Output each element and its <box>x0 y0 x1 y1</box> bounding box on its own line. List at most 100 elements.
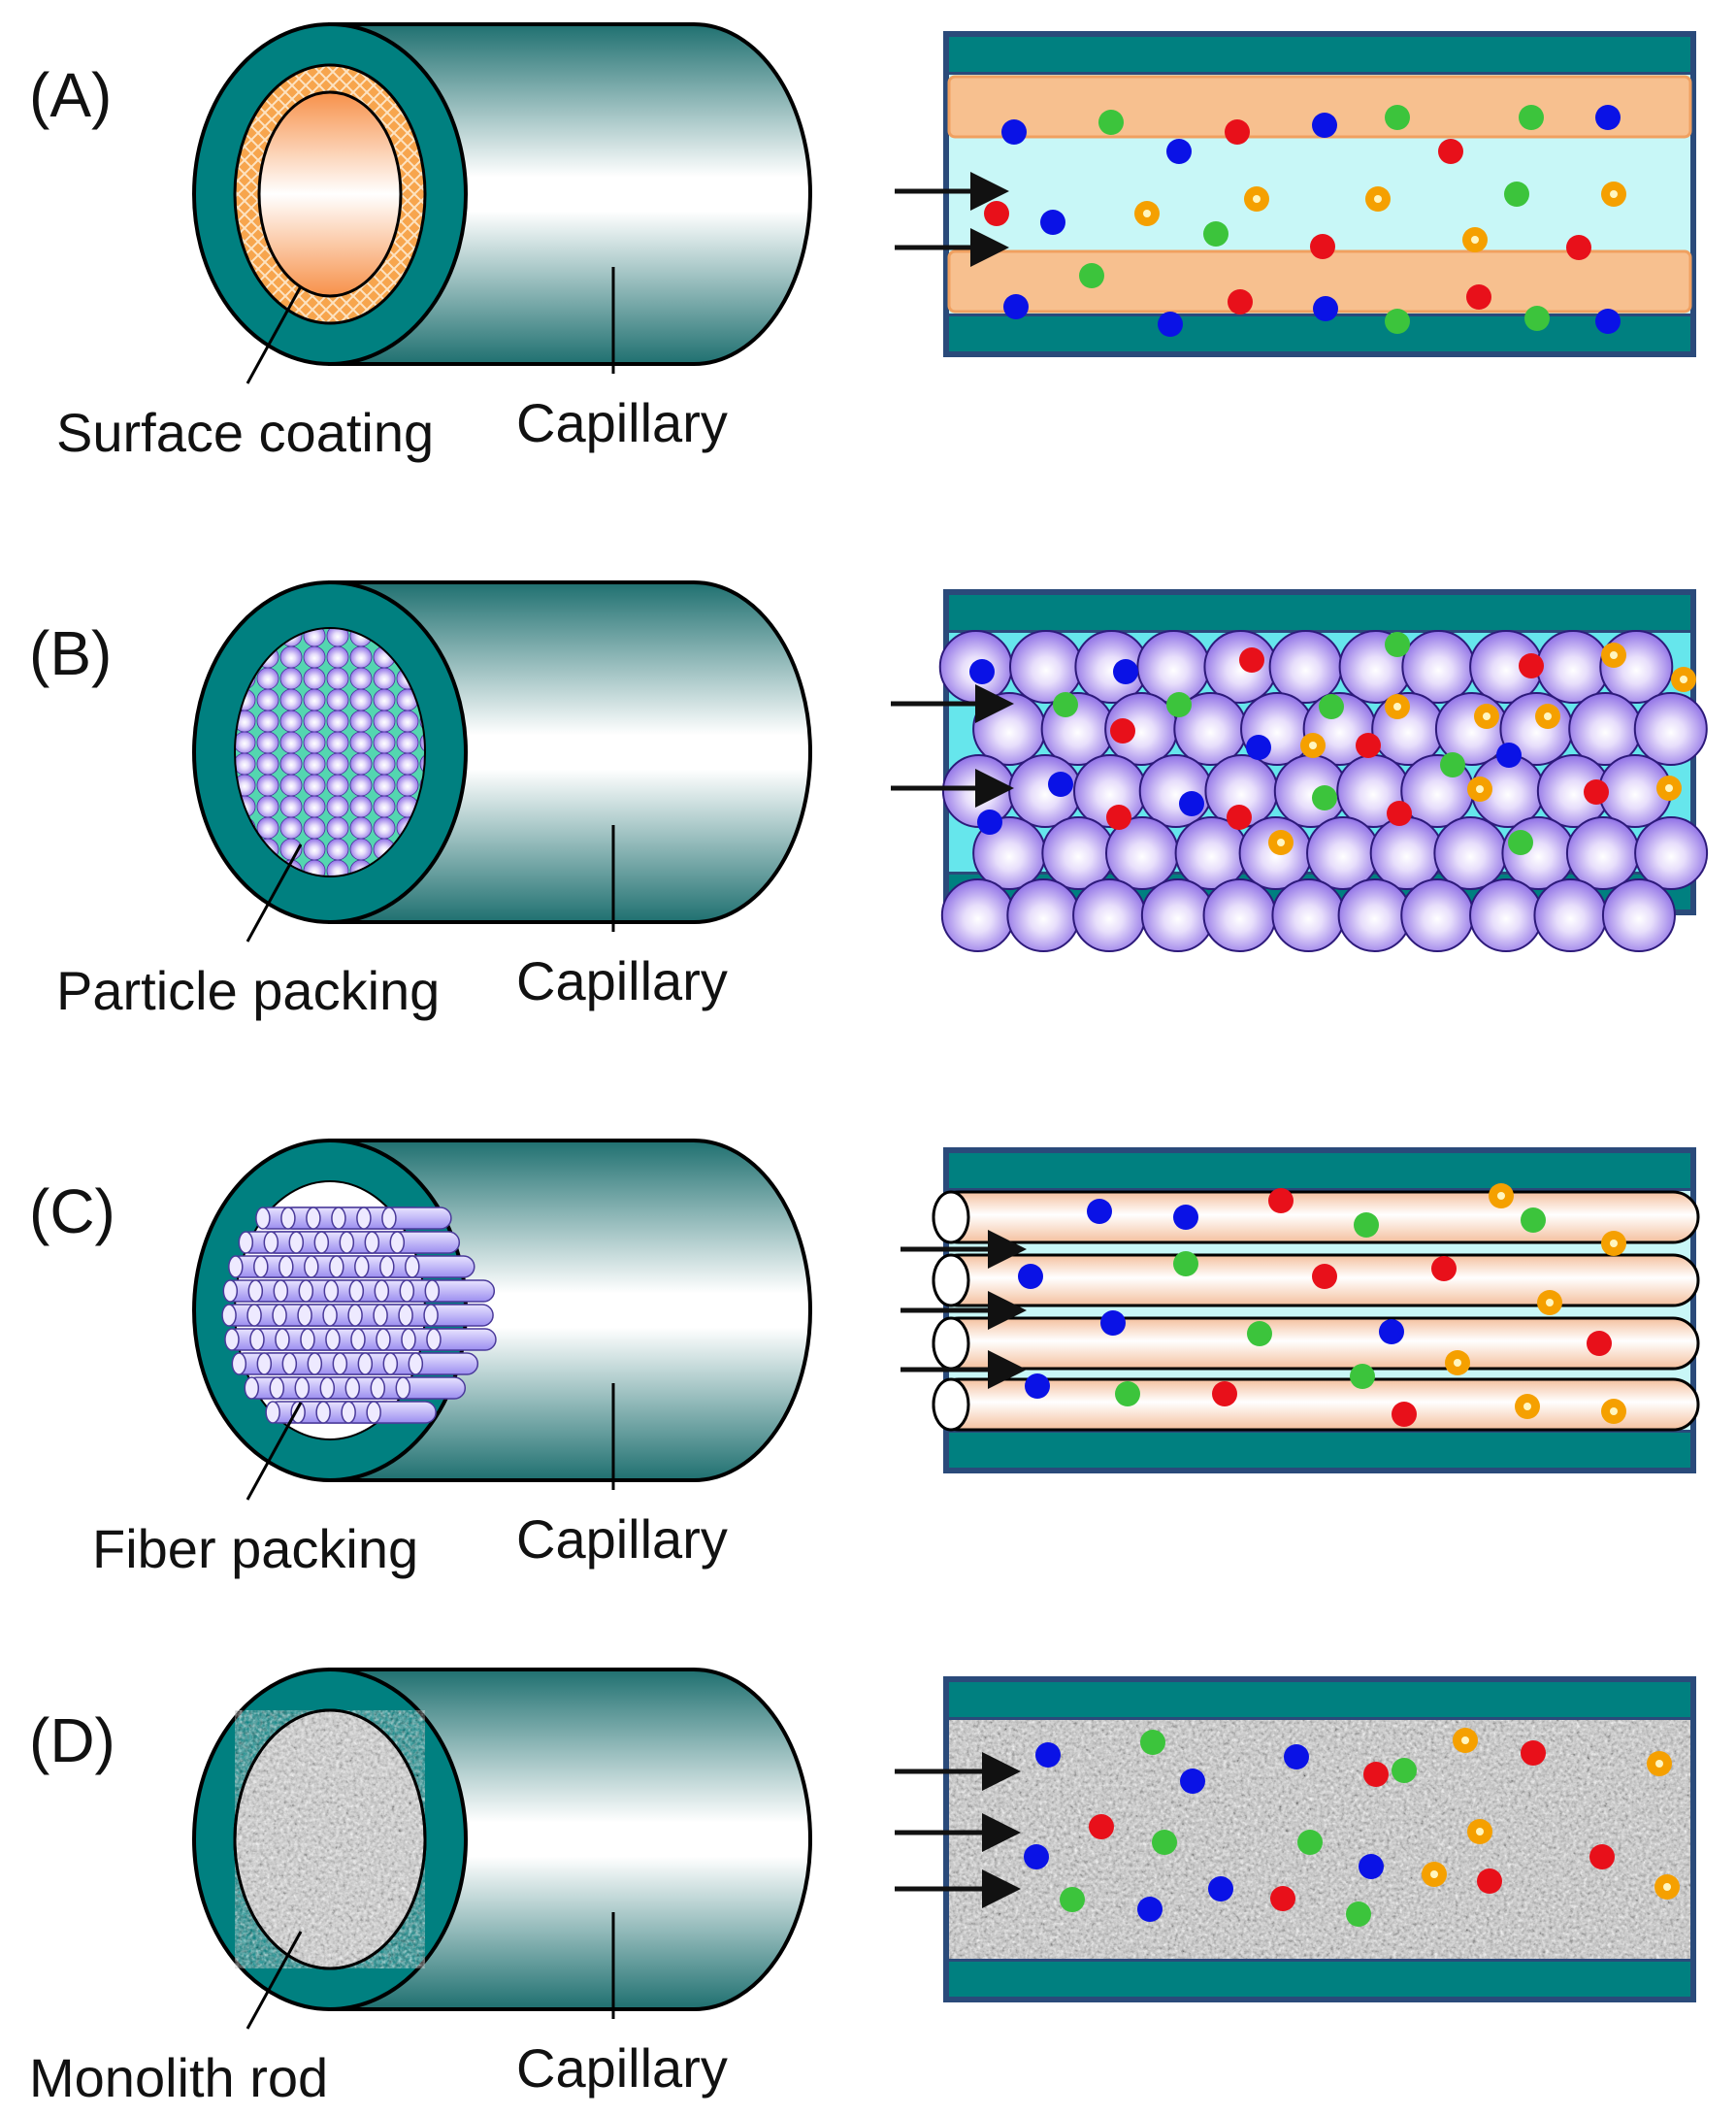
inner-leader-line <box>246 843 303 942</box>
fiber-end <box>221 1304 237 1327</box>
stationary-particle <box>1401 630 1476 704</box>
analyte-dot-red <box>1310 234 1335 259</box>
cross-section <box>938 589 1709 952</box>
fiber-end <box>382 1352 399 1375</box>
analyte-dot-core <box>1483 712 1490 720</box>
fiber-end <box>323 1279 340 1303</box>
fiber-end <box>278 1255 294 1278</box>
fiber-end <box>932 1316 970 1371</box>
fiber-end <box>381 1207 397 1230</box>
fiber-end <box>253 1255 269 1278</box>
stationary-particle <box>1568 692 1643 766</box>
fiber-end <box>246 1304 262 1327</box>
analyte-dot-blue <box>1284 1744 1309 1769</box>
fiber-end <box>379 1255 395 1278</box>
capillary-wall-bottom <box>943 1427 1696 1473</box>
analyte-dot-red <box>1270 1886 1295 1911</box>
capillary-wall-top <box>943 589 1696 636</box>
fiber-end <box>300 1328 315 1351</box>
analyte-dot-red <box>1566 235 1591 260</box>
fiber-end <box>249 1328 265 1351</box>
fiber-end <box>281 1352 298 1375</box>
open-lumen <box>257 90 403 298</box>
fiber-end <box>364 1231 380 1254</box>
analyte-dot-core <box>1610 1407 1618 1415</box>
analyte-dot-blue <box>1313 296 1338 321</box>
stationary-particle <box>1565 816 1640 890</box>
analyte-dot-green <box>1385 309 1410 334</box>
fiber-end <box>265 1401 280 1424</box>
analyte-dot-red <box>1110 718 1135 744</box>
stationary-particle <box>1633 692 1708 766</box>
analyte-dot-red <box>1225 119 1250 145</box>
analyte-dot-green <box>1521 1207 1546 1233</box>
fiber-end <box>273 1279 289 1303</box>
analyte-dot-core <box>1471 236 1479 244</box>
analyte-dot-core <box>1253 195 1261 203</box>
analyte-dot-green <box>1297 1830 1323 1855</box>
inner-label: Particle packing <box>56 960 440 1021</box>
analyte-dot-core <box>1655 1760 1663 1768</box>
fiber-bundle <box>221 1207 497 1424</box>
fiber-end <box>357 1352 374 1375</box>
fiber-end <box>255 1207 271 1230</box>
fiber-end <box>356 1207 372 1230</box>
analyte-dot-blue <box>1173 1205 1198 1230</box>
analyte-dot-blue <box>1595 105 1621 130</box>
analyte-dot-blue <box>1040 210 1065 235</box>
analyte-dot-core <box>1309 742 1317 749</box>
fiber-end <box>339 1231 355 1254</box>
analyte-dot-red <box>1312 1264 1337 1289</box>
analyte-dot-red <box>984 201 1009 226</box>
fiber-end <box>423 1304 439 1327</box>
analyte-dot-core <box>1476 785 1484 793</box>
stationary-particle <box>1041 816 1116 890</box>
fiber-end <box>247 1279 264 1303</box>
fiber-end <box>288 1231 305 1254</box>
panel-letter: (A) <box>29 60 112 130</box>
capillary-wall-top <box>943 1676 1696 1723</box>
fiber-end <box>366 1401 381 1424</box>
analyte-dot-green <box>1247 1321 1272 1346</box>
analyte-dot-blue <box>969 659 995 684</box>
stationary-particle <box>1601 878 1676 952</box>
analyte-dot-blue <box>1208 1876 1233 1901</box>
stationary-particle <box>1469 878 1544 952</box>
fiber-end <box>348 1279 365 1303</box>
fiber-end <box>408 1352 424 1375</box>
analyte-dot-core <box>1523 1403 1531 1410</box>
fiber-end <box>331 1207 346 1230</box>
capillary-label: Capillary <box>516 950 728 1011</box>
analyte-dot-blue <box>1048 772 1073 797</box>
analyte-dot-green <box>1350 1364 1375 1389</box>
analyte-dot-core <box>1610 1240 1618 1247</box>
analyte-dot-green <box>1140 1730 1165 1755</box>
analyte-dot-core <box>1461 1736 1469 1744</box>
stationary-particle <box>940 878 1015 952</box>
stationary-particle <box>1536 630 1611 704</box>
analyte-dot-core <box>1610 651 1618 659</box>
analyte-dot-red <box>1228 289 1253 314</box>
fiber-end <box>374 1279 390 1303</box>
analyte-dot-green <box>1053 692 1078 717</box>
analyte-dot-red <box>1356 733 1381 758</box>
particle-packing-face <box>234 627 426 877</box>
analyte-dot-green <box>1354 1212 1379 1238</box>
stationary-particle <box>1337 878 1412 952</box>
cross-section <box>943 31 1696 357</box>
stationary-particle <box>1369 816 1444 890</box>
analyte-dot-core <box>1143 210 1151 217</box>
analyte-dot-core <box>1680 676 1687 683</box>
analyte-dot-red <box>1589 1844 1615 1869</box>
analyte-dot-core <box>1430 1870 1438 1878</box>
analyte-dot-blue <box>1025 1373 1050 1399</box>
analyte-dot-blue <box>1246 735 1271 760</box>
analyte-dot-green <box>1319 694 1344 719</box>
fiber-end <box>280 1207 296 1230</box>
analyte-dot-green <box>1504 182 1529 207</box>
analyte-dot-blue <box>1100 1310 1126 1336</box>
